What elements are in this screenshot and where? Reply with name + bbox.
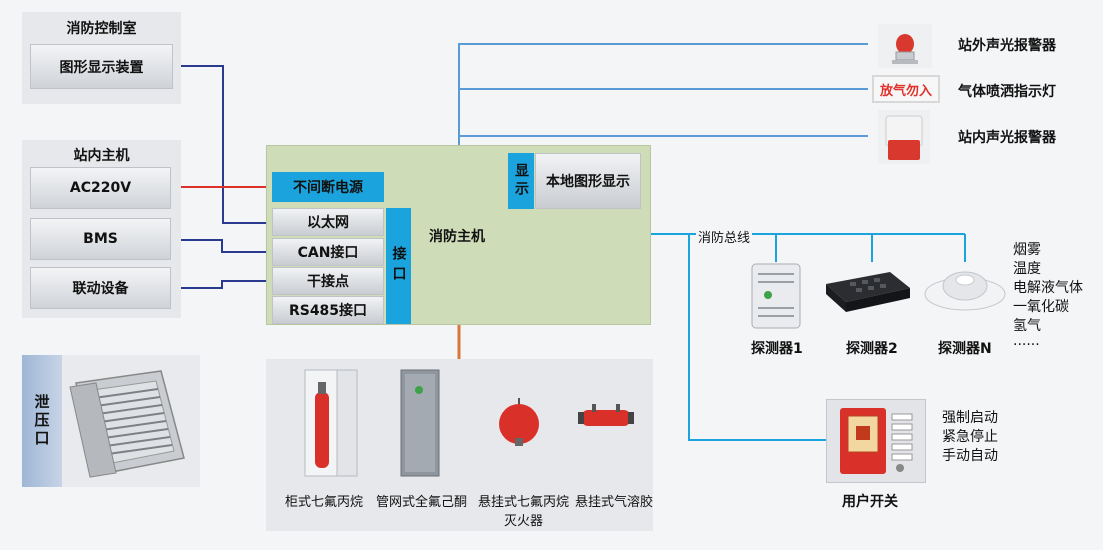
detector-n-image [924, 271, 1006, 311]
station-host-panel: 站内主机 AC220V BMS 联动设备 [22, 140, 181, 318]
indoor-alarm-image [878, 110, 930, 164]
detector-type-item: ······ [1013, 337, 1040, 353]
display-tag-label: 显示 [513, 163, 529, 199]
indoor-alarm-label: 站内声光报警器 [958, 130, 1056, 146]
spray-indicator-lamp: 放气勿入 [872, 75, 940, 103]
user-switch-functions: 强制启动 紧急停止 手动自动 [942, 409, 998, 466]
relief-port-label: 泄压口 [32, 394, 51, 448]
relief-port-tag: 泄压口 [22, 355, 62, 487]
switch-function-item: 强制启动 [942, 410, 998, 426]
relief-vent-image [69, 370, 185, 478]
relief-port-panel: 泄压口 [22, 355, 200, 487]
detector-type-item: 一氧化碳 [1013, 299, 1069, 315]
detector-type-item: 电解液气体 [1013, 280, 1083, 296]
interface-tag-label: 接口 [390, 246, 407, 286]
spray-indicator-text: 放气勿入 [879, 83, 932, 99]
extinguisher-label-hanging-heptafluoropropane: 悬挂式七氟丙烷 灭火器 [478, 491, 569, 529]
detector-type-list: 烟雾 温度 电解液气体 一氧化碳 氢气 ······ [1013, 241, 1083, 355]
detector-1-label: 探测器1 [751, 341, 803, 357]
extinguisher-label-aerosol: 悬挂式气溶胶 [575, 495, 654, 510]
fire-host-title: 消防主机 [429, 229, 485, 245]
detector-type-item: 烟雾 [1013, 242, 1041, 258]
detector-2-label: 探测器2 [846, 341, 898, 357]
outdoor-alarm-image [878, 24, 932, 68]
line-linkage-dry [170, 280, 272, 289]
ethernet-box: 以太网 [272, 208, 384, 236]
switch-function-item: 手动自动 [942, 448, 998, 464]
ac220v-box: AC220V [30, 167, 171, 209]
line-bus-switch [688, 234, 826, 441]
extinguisher-label-cabinet: 柜式七氟丙烷 [285, 495, 364, 510]
detector-type-item: 温度 [1013, 261, 1041, 277]
pipe-perfluorohexanone-image [400, 369, 440, 477]
ups-box: 不间断电源 [272, 172, 384, 202]
detector-type-item: 氢气 [1013, 318, 1041, 334]
dry-contact-box: 干接点 [272, 267, 384, 295]
control-room-panel: 消防控制室 图形显示装置 [22, 12, 181, 104]
line-output-trunk [458, 43, 868, 145]
hanging-heptafluoropropane-image [499, 398, 539, 446]
detector-1-image [751, 263, 801, 329]
local-graphic-display-box: 本地图形显示 [535, 153, 641, 209]
extinguisher-label-pipe: 管网式全氟己酮 [376, 495, 468, 510]
user-switch-image[interactable] [840, 408, 920, 476]
line-display-ethernet [173, 65, 272, 224]
line-bms-can [170, 239, 272, 253]
bms-box: BMS [30, 218, 171, 260]
linkage-device-box: 联动设备 [30, 267, 171, 309]
rs485-interface-box: RS485接口 [272, 296, 384, 324]
interface-tag: 接口 [386, 208, 411, 324]
spray-indicator-label: 气体喷洒指示灯 [958, 84, 1056, 100]
fire-bus-label: 消防总线 [696, 227, 753, 246]
display-tag: 显示 [508, 153, 534, 209]
graphic-display-box: 图形显示装置 [30, 44, 173, 89]
outdoor-alarm-label: 站外声光报警器 [958, 38, 1056, 54]
control-room-title: 消防控制室 [66, 21, 137, 37]
detector-2-image [826, 272, 910, 312]
extinguisher-label-line1: 悬挂式七氟丙烷 [478, 495, 570, 510]
hanging-aerosol-image [578, 404, 634, 426]
station-host-title: 站内主机 [73, 148, 130, 164]
switch-function-item: 紧急停止 [942, 429, 998, 445]
detector-n-label: 探测器N [938, 341, 992, 357]
user-switch-label: 用户开关 [842, 494, 898, 510]
can-interface-box: CAN接口 [272, 238, 384, 266]
cabinet-heptafluoropropane-image [304, 369, 358, 477]
extinguisher-label-line2: 灭火器 [504, 514, 544, 529]
